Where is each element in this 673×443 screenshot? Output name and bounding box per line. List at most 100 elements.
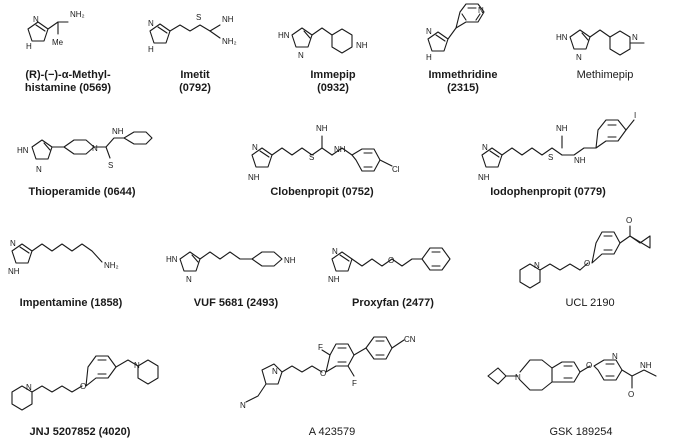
atom-label: N: [33, 15, 39, 24]
atom-label: Cl: [392, 165, 400, 174]
atom-label: NH: [248, 173, 260, 182]
atom-label: HN: [166, 255, 178, 264]
atom-label: N: [478, 6, 484, 15]
compound-name: (R)-(−)-α-Methyl-: [25, 69, 111, 81]
caption-ucl2190: UCL 2190: [540, 297, 640, 310]
atom-label: S: [309, 153, 314, 162]
structure-a423579: N N O F F CN: [240, 335, 416, 410]
atom-label: N: [482, 143, 488, 152]
atom-label: NH: [328, 275, 340, 284]
structure-alpha-methylhistamine: NH₂ Me N H: [26, 10, 85, 51]
atom-label: NH: [284, 256, 296, 265]
compound-name-line2: (0792): [179, 82, 211, 94]
atom-label: F: [318, 343, 323, 352]
atom-label: N: [186, 275, 192, 284]
atom-label: O: [626, 216, 632, 225]
compound-name-line2: histamine (0569): [24, 82, 112, 94]
atom-label: O: [80, 382, 86, 391]
atom-label: N: [515, 373, 521, 382]
structure-thioperamide: HN N N NH S: [17, 127, 153, 174]
structure-clobenpropit: S NH NH Cl N NH: [248, 124, 400, 182]
caption-iodophenpropit: Iodophenpropit (0779): [478, 186, 618, 199]
caption-impentamine: Impentamine (1858): [6, 297, 136, 310]
atom-label: NH₂: [104, 261, 119, 270]
atom-label: N: [36, 165, 42, 174]
caption-proxyfan: Proxyfan (2477): [338, 297, 448, 310]
caption-imetit: Imetit (0792): [150, 69, 240, 95]
atom-label: NH: [356, 41, 368, 50]
atom-label: N: [134, 361, 140, 370]
caption-clobenpropit: Clobenpropit (0752): [262, 186, 382, 199]
atom-label: H: [26, 42, 32, 51]
atom-label: N: [632, 33, 638, 42]
atom-label: N: [272, 367, 278, 376]
structure-immepip: HN N NH: [278, 27, 368, 60]
atom-label: N: [426, 27, 432, 36]
atom-label: N: [298, 51, 304, 60]
atom-label: O: [320, 369, 326, 378]
compound-name: Immethridine: [428, 69, 498, 81]
atom-label: HN: [17, 146, 29, 155]
atom-label: N: [612, 352, 618, 361]
atom-label: NH: [8, 267, 20, 276]
atom-label: S: [548, 153, 553, 162]
atom-label: I: [634, 111, 636, 120]
compound-name: Impentamine (1858): [19, 297, 123, 309]
atom-label: Me: [52, 38, 64, 47]
atom-label: N: [240, 401, 246, 410]
atom-label: NH: [112, 127, 124, 136]
compound-name: Methimepip: [576, 69, 634, 81]
atom-label: O: [586, 361, 592, 370]
atom-label: N: [26, 383, 32, 392]
structure-jnj5207852: N O N: [11, 355, 159, 411]
atom-label: NH: [316, 124, 328, 133]
atom-label: NH: [640, 361, 652, 370]
compound-name: GSK 189254: [549, 426, 613, 438]
atom-label: NH: [334, 145, 346, 154]
atom-label: N: [332, 247, 338, 256]
compound-name: A 423579: [308, 426, 356, 438]
atom-label: NH₂: [222, 37, 237, 46]
atom-label: N: [10, 239, 16, 248]
atom-label: S: [108, 161, 113, 170]
compound-name: UCL 2190: [565, 297, 615, 309]
structure-ucl2190: N O O: [519, 216, 651, 289]
structure-methimepip: HN N N: [556, 29, 645, 62]
caption-alpha-methylhistamine: (R)-(−)-α-Methyl- histamine (0569): [18, 69, 118, 95]
atom-label: N: [92, 144, 98, 153]
atom-label: N: [252, 143, 258, 152]
atom-label: NH: [478, 173, 490, 182]
structure-imetit: S NH NH₂ N H: [148, 13, 237, 54]
caption-methimepip: Methimepip: [560, 69, 650, 82]
caption-vuf5681: VUF 5681 (2493): [176, 297, 296, 310]
compound-name: Iodophenpropit (0779): [490, 186, 606, 198]
structure-immethridine: N N H: [426, 3, 485, 62]
compound-name-line2: (2315): [447, 82, 479, 94]
compound-name: VUF 5681 (2493): [193, 297, 279, 309]
caption-gsk189254: GSK 189254: [526, 426, 636, 439]
caption-immethridine: Immethridine (2315): [418, 69, 508, 95]
atom-label: NH: [556, 124, 568, 133]
compound-name: JNJ 5207852 (4020): [29, 426, 131, 438]
atom-label: HN: [556, 33, 568, 42]
atom-label: N: [576, 53, 582, 62]
structure-gsk189254: N O N O NH: [487, 352, 657, 399]
structure-proxyfan: O N NH: [328, 247, 451, 284]
atom-label: F: [352, 379, 357, 388]
compound-name: Imetit: [180, 69, 210, 81]
atom-label: NH₂: [70, 10, 85, 19]
compound-name: Proxyfan (2477): [352, 297, 434, 309]
atom-label: O: [628, 390, 634, 399]
compound-name: Thioperamide (0644): [28, 186, 136, 198]
caption-jnj5207852: JNJ 5207852 (4020): [10, 426, 150, 439]
atom-label: O: [584, 259, 590, 268]
structure-vuf5681: HN N NH: [166, 251, 296, 284]
atom-label: HN: [278, 31, 290, 40]
atom-label: N: [148, 19, 154, 28]
atom-label: S: [196, 13, 201, 22]
compound-name: Clobenpropit (0752): [270, 186, 374, 198]
atom-label: NH: [222, 15, 234, 24]
atom-label: O: [388, 256, 394, 265]
structure-impentamine: NH₂ N NH: [8, 239, 119, 276]
